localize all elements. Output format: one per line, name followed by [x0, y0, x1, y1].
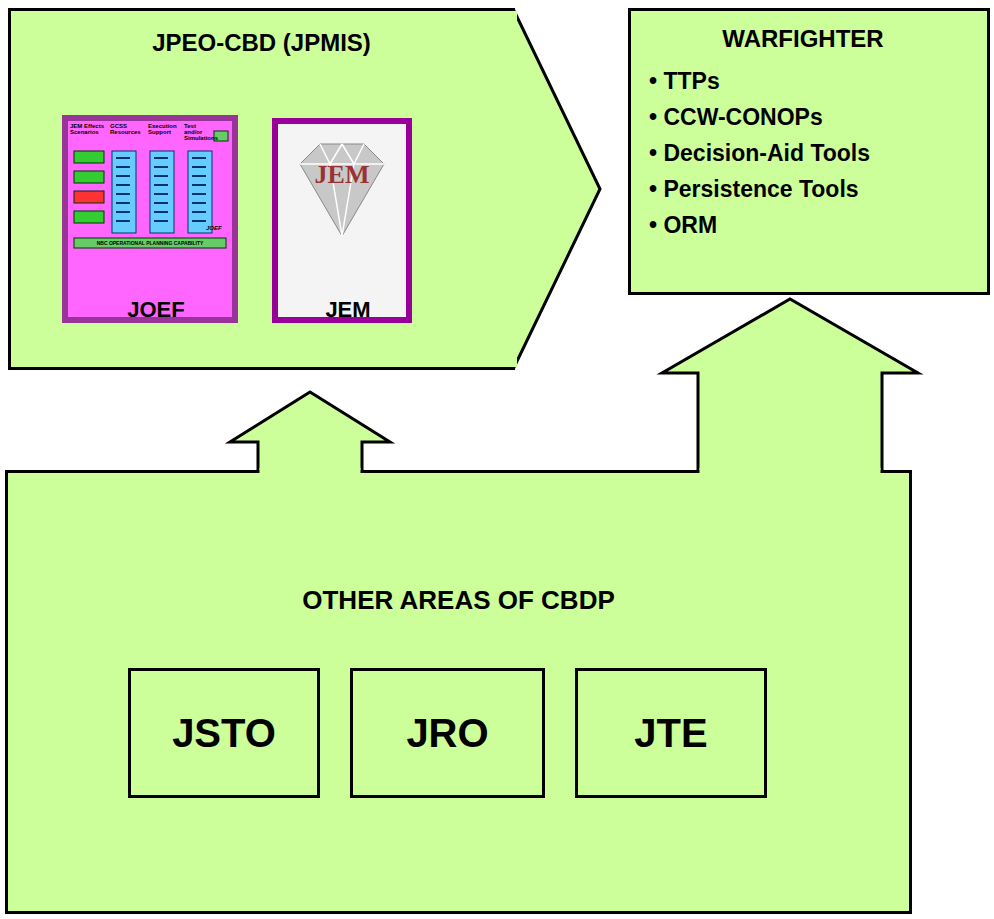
- picture-part: [192, 202, 206, 204]
- picture-part: [154, 175, 168, 177]
- org-name: JTE: [634, 711, 707, 756]
- picture-part: [116, 202, 130, 204]
- block-arrow: [662, 299, 918, 480]
- picture-part: [192, 193, 206, 195]
- join-patch: [510, 11, 517, 367]
- picture-part: [192, 175, 206, 177]
- box-title: WARFIGHTER: [649, 25, 977, 53]
- picture-part: [154, 157, 168, 159]
- picture-part: [154, 184, 168, 186]
- picture-heading: JEM Effects Scenarios: [70, 123, 108, 135]
- logo-text: JEM: [278, 160, 406, 190]
- block-arrow: [506, 10, 601, 369]
- org-box: JRO: [350, 668, 545, 798]
- joef-picture: JOEF JEM Effects ScenariosGCSS Resources E…: [62, 115, 238, 323]
- bullet-item: • CCW-CONOPs: [649, 99, 977, 135]
- jem-logo: JEMJEM: [272, 118, 412, 323]
- org-box: JTE: [575, 668, 767, 798]
- org-name: JRO: [406, 711, 488, 756]
- picture-heading: Test and/or Simulations: [184, 123, 214, 141]
- picture-tag: JOEF: [206, 225, 228, 231]
- source-area-box: OTHER AREAS OF CBDP JSTO JRO JTE: [5, 470, 912, 914]
- bullet-item: • TTPs: [649, 63, 977, 99]
- picture-part: [116, 184, 130, 186]
- picture-part: [192, 166, 206, 168]
- picture-part: [192, 157, 206, 159]
- picture-part: [192, 211, 206, 213]
- picture-part: [154, 211, 168, 213]
- box-title: OTHER AREAS OF CBDP: [8, 585, 909, 616]
- picture-part: [214, 131, 228, 141]
- picture-part: [116, 175, 130, 177]
- picture-part: [112, 151, 136, 233]
- picture-heading: Execution Support: [148, 123, 180, 135]
- picture-part: [192, 220, 206, 222]
- picture-part: [150, 151, 174, 233]
- picture-part: [192, 184, 206, 186]
- picture-part: [154, 193, 168, 195]
- block-arrow: [230, 392, 390, 480]
- picture-caption: JEM: [258, 297, 438, 323]
- picture-heading: GCSS Resources: [110, 123, 140, 135]
- picture-caption: JOEF: [48, 297, 264, 323]
- picture-part: [154, 166, 168, 168]
- join-patch: [260, 468, 361, 475]
- picture-part: [188, 151, 212, 233]
- picture-footer: NBC OPERATIONAL PLANNING CAPABILITY: [74, 239, 226, 247]
- picture-part: [116, 157, 130, 159]
- picture-part: [74, 211, 104, 223]
- org-name: JSTO: [172, 711, 276, 756]
- warfighter-box: WARFIGHTER • TTPs• CCW-CONOPs• Decision-A…: [628, 8, 990, 295]
- picture-part: [74, 171, 104, 183]
- picture-part: [116, 193, 130, 195]
- bullet-item: • ORM: [649, 207, 977, 243]
- picture-part: [74, 151, 104, 163]
- bullet-item: • Persistence Tools: [649, 171, 977, 207]
- join-patch: [700, 468, 881, 475]
- org-box: JSTO: [128, 668, 320, 798]
- picture-part: [116, 166, 130, 168]
- box-title: JPEO-CBD (JPMIS): [11, 29, 512, 57]
- picture-part: [74, 238, 226, 248]
- picture-part: [154, 220, 168, 222]
- picture-part: [154, 202, 168, 204]
- bullet-item: • Decision-Aid Tools: [649, 135, 977, 171]
- picture-part: [74, 191, 104, 203]
- program-box: JPEO-CBD (JPMIS) JOEF JEM Effects Scenario…: [8, 8, 515, 370]
- diamond-shape: [300, 144, 384, 236]
- picture-part: [116, 211, 130, 213]
- picture-part: [116, 220, 130, 222]
- diamond-facet: [342, 144, 364, 236]
- diamond-facet: [320, 144, 342, 236]
